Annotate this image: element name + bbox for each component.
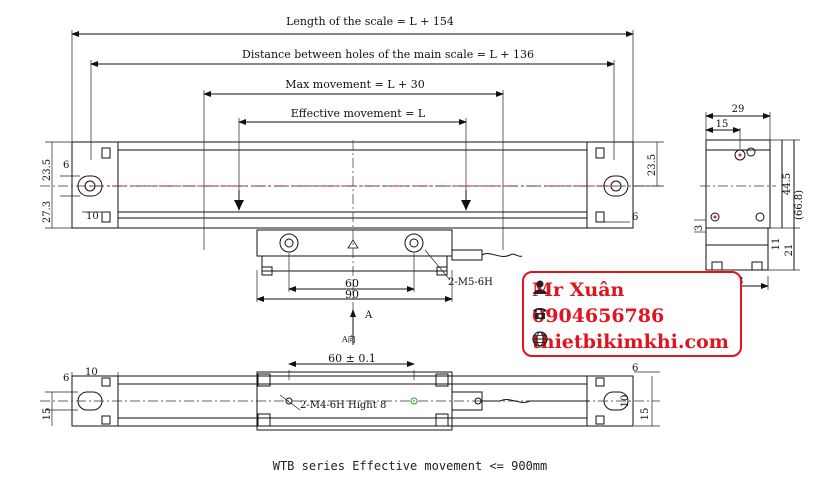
contact-website-row: thietbikimkhi.com [532,331,729,353]
side-dim-21: 21 [784,244,795,257]
view-a-label: A向 [341,334,356,344]
drawing-caption: WTB series Effective movement <= 900mm [272,459,548,473]
side-view [694,112,800,290]
bottom-dim-6-right: 6 [632,363,638,374]
side-dim-15: 15 [716,119,729,130]
contact-website[interactable]: thietbikimkhi.com [532,331,729,353]
dim-27-3: 27.3 [42,201,53,223]
globe-icon [532,331,548,347]
head-dimensions [256,253,453,302]
bottom-dim-15-left: 15 [42,408,53,421]
phone-icon [533,308,547,319]
left-side-dims [45,141,104,229]
contact-phone: 0904656786 [532,305,665,327]
right-side-dims [604,141,664,223]
effective-movement-label: Effective movement = L [291,107,426,120]
dim-23-5-left: 23.5 [42,159,53,181]
bottom-dim-6-left: 6 [63,373,69,384]
top-dimension-lines: Length of the scale = L + 154 Distance b… [71,15,634,250]
dim-10-left: 10 [86,211,99,222]
person-icon [533,280,547,294]
side-dim-29: 29 [732,104,745,115]
scale-bottom-view [40,361,660,431]
dim-60-tolerance: 60 ± 0.1 [328,352,376,365]
side-dim-11: 11 [771,238,782,251]
dim-6-left: 6 [63,160,69,171]
dim-60: 60 [345,277,359,290]
dim-23-5-right: 23.5 [647,154,658,176]
reading-head-front [256,229,523,281]
bottom-dim-10-left: 10 [85,367,98,378]
length-scale-label: Length of the scale = L + 154 [286,15,454,28]
bottom-dim-15-right: 15 [640,408,651,421]
bottom-dim-10-right: 10 [620,395,631,408]
thread-m4-label: 2-M4-6H Hight 8 [300,400,386,411]
dim-90: 90 [345,288,359,301]
arrow-a-label: A [364,310,373,321]
contact-box: Mr Xuân 0904656786 thietbikimkhi.com [522,271,742,357]
side-dim-3: 3 [694,225,705,231]
thread-m5-label: 2-M5-6H [448,277,493,288]
distance-holes-label: Distance between holes of the main scale… [242,48,534,61]
contact-name-row: Mr Xuân [532,279,624,301]
dim-6-right: 6 [632,212,638,223]
max-movement-label: Max movement = L + 30 [285,78,424,91]
contact-phone-row: 0904656786 [532,305,664,327]
side-dim-44-5: 44.5 [782,173,793,195]
scale-front-view [40,141,660,229]
side-dim-66-8: (66.8) [794,190,805,220]
contact-name: Mr Xuân [532,279,625,301]
